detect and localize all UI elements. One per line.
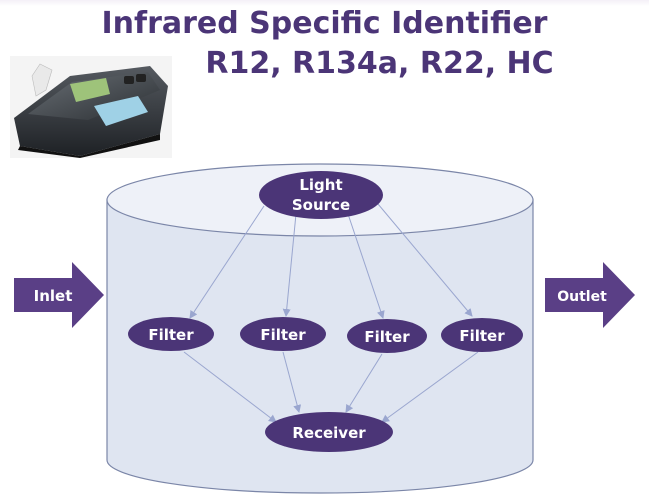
page-title: Infrared Specific Identifier R12, R134a,… xyxy=(0,4,649,84)
light-source-label-line-2: Source xyxy=(292,196,350,214)
filter-label: Filter xyxy=(260,326,306,344)
inlet-arrow: Inlet xyxy=(14,262,104,328)
arrow-source-filter-1 xyxy=(189,205,265,319)
top-bar xyxy=(0,0,649,6)
filter-label: Filter xyxy=(459,327,505,345)
arrow-filter-2-receiver xyxy=(282,351,302,413)
outlet-arrow: Outlet xyxy=(545,262,635,328)
filter-label: Filter xyxy=(364,328,410,346)
filter-node: Filter xyxy=(441,318,523,352)
filter-node: Filter xyxy=(347,319,427,353)
receiver-label: Receiver xyxy=(292,424,366,442)
filter-node: Filter xyxy=(240,317,326,351)
refrigerant-identifier-device-image xyxy=(10,56,172,158)
title-line-1: Infrared Specific Identifier xyxy=(101,6,548,41)
arrow-source-filter-2 xyxy=(282,213,297,317)
arrow-source-filter-4 xyxy=(377,203,473,317)
light-source-node: Light Source xyxy=(259,171,383,219)
arrow-filter-3-receiver xyxy=(345,353,383,413)
title-line-2: R12, R134a, R22, HC xyxy=(205,46,554,81)
filter-label: Filter xyxy=(148,326,194,344)
arrow-source-filter-3 xyxy=(347,213,385,319)
connector-arrows xyxy=(183,203,479,423)
light-source-label-line-1: Light xyxy=(299,176,342,194)
receiver-node: Receiver xyxy=(265,412,393,452)
outlet-label: Outlet xyxy=(557,289,607,305)
inlet-label: Inlet xyxy=(34,287,73,305)
arrow-filter-1-receiver xyxy=(183,351,277,423)
filter-node: Filter xyxy=(128,317,214,351)
arrow-filter-4-receiver xyxy=(381,351,479,423)
